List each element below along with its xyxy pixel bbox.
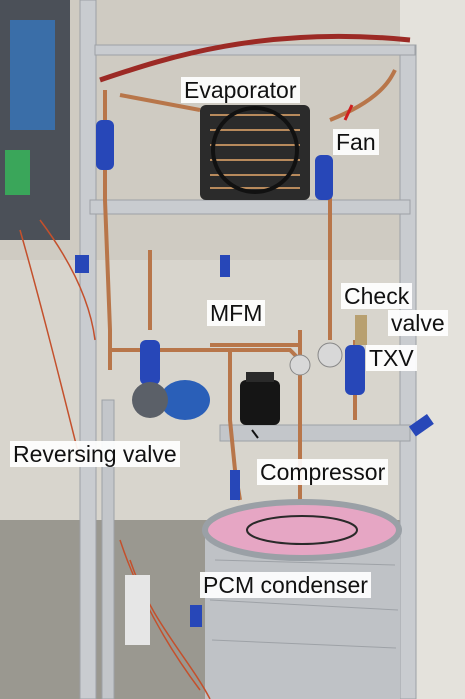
filter-drier-right [315, 155, 333, 200]
label-pcm-condenser: PCM condenser [200, 572, 371, 598]
label-valve: valve [388, 310, 448, 336]
label-check: Check [341, 283, 413, 309]
label-evaporator: Evaporator [181, 77, 300, 103]
evaporator-coil [200, 105, 310, 200]
label-reversing-valve: Reversing valve [10, 441, 180, 467]
filter-drier-txv [345, 345, 365, 395]
evaporator-fins [210, 114, 300, 189]
label-mfm: MFM [207, 300, 266, 326]
blue-panel [10, 20, 55, 130]
compressor-top [246, 372, 274, 382]
red-pointer [343, 104, 354, 121]
filter-drier-mid [140, 340, 160, 385]
valve-fitting [289, 354, 311, 376]
green-terminal-block [5, 150, 30, 195]
label-compressor: Compressor [257, 459, 389, 485]
compressor-platform [219, 424, 411, 442]
frame-column-right [399, 44, 417, 699]
fan-ring [211, 106, 299, 194]
label-fan: Fan [333, 129, 379, 155]
check-valve-body [317, 342, 343, 368]
compressor-pointer [251, 429, 259, 439]
upper-rail [94, 44, 416, 56]
txv-body [355, 315, 367, 345]
frame-column-inner [101, 399, 115, 699]
reversing-valve-body [160, 380, 210, 420]
top-rail [89, 199, 411, 215]
frame-column-left [79, 0, 97, 699]
white-canister [125, 575, 150, 645]
pcm-tank-lid [202, 499, 402, 561]
compressor-body [240, 380, 280, 425]
filter-drier-left [96, 120, 114, 170]
label-txv: TXV [366, 345, 417, 371]
lid-ring [246, 515, 358, 545]
red-hose [99, 33, 411, 83]
foil-wrinkles [209, 559, 399, 649]
gauge [132, 382, 168, 418]
